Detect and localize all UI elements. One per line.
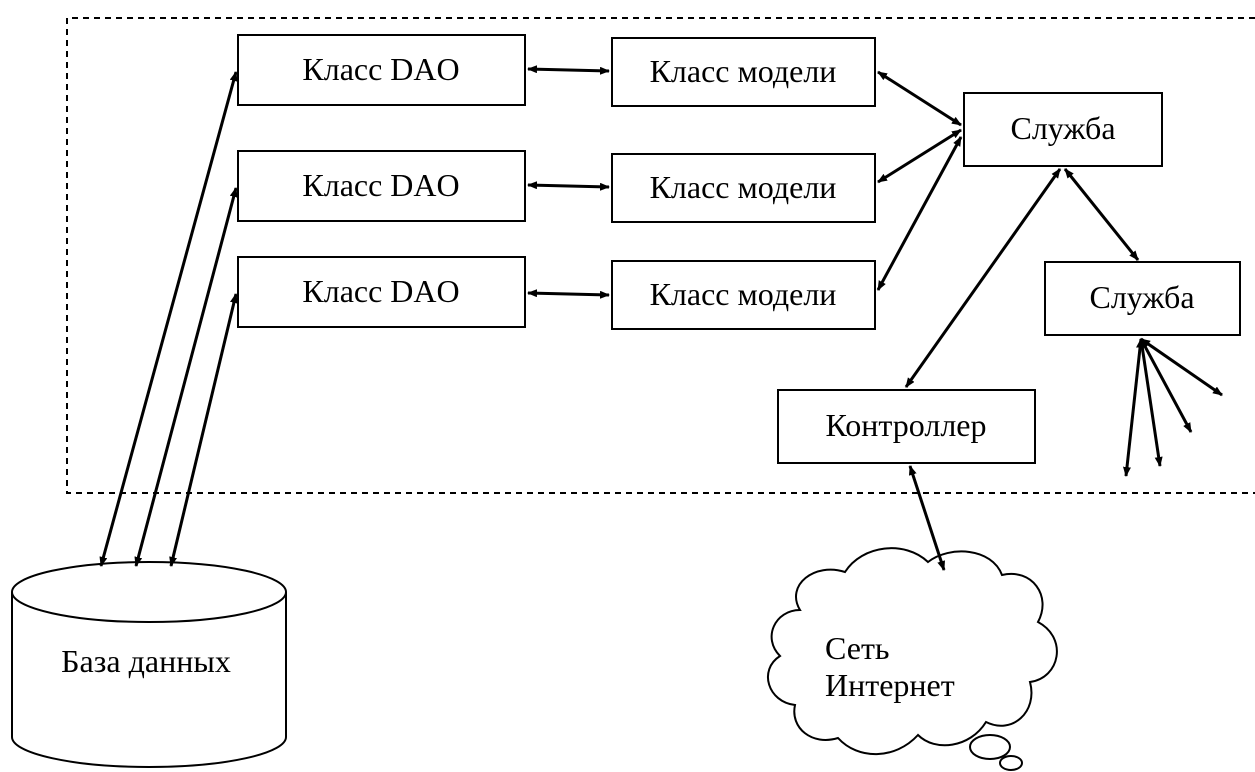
database-label: База данных xyxy=(61,643,231,679)
link-service-controller xyxy=(904,168,1062,388)
link-model2-service xyxy=(877,128,962,184)
link-dao1-model1 xyxy=(527,65,610,75)
dao-label-1: Класс DAO xyxy=(302,51,459,87)
model-label-1: Класс модели xyxy=(650,53,837,89)
dao-box-3[interactable]: Класс DAO xyxy=(237,256,526,328)
link-controller-internet xyxy=(908,465,946,571)
link-model1-service xyxy=(877,70,962,127)
service-label-secondary: Служба xyxy=(1089,279,1194,315)
service-box-secondary[interactable]: Служба xyxy=(1044,261,1241,336)
link-dao3-model3 xyxy=(527,289,610,299)
model-label-2: Класс модели xyxy=(650,169,837,205)
application-boundary xyxy=(66,17,1255,494)
dao-box-1[interactable]: Класс DAO xyxy=(237,34,526,106)
internet-label-line2: Интернет xyxy=(825,667,955,703)
model-label-3: Класс модели xyxy=(650,276,837,312)
dao-label-3: Класс DAO xyxy=(302,273,459,309)
controller-label: Контроллер xyxy=(826,407,987,443)
dao-label-2: Класс DAO xyxy=(302,167,459,203)
model-box-2[interactable]: Класс модели xyxy=(611,153,876,223)
service-box-main[interactable]: Служба xyxy=(963,92,1163,167)
model-box-1[interactable]: Класс модели xyxy=(611,37,876,107)
link-dao2-model2 xyxy=(527,181,610,191)
model-box-3[interactable]: Класс модели xyxy=(611,260,876,330)
link-fanout-1 xyxy=(1123,338,1144,477)
internet-cloud[interactable]: Сеть Интернет xyxy=(767,547,1058,771)
link-dao1-database xyxy=(99,71,238,567)
link-model3-service xyxy=(876,136,963,291)
dao-box-2[interactable]: Класс DAO xyxy=(237,150,526,222)
database-cylinder[interactable]: База данных xyxy=(11,561,287,768)
link-service-service xyxy=(1063,168,1140,261)
link-fanout-4 xyxy=(1140,337,1223,397)
controller-box[interactable]: Контроллер xyxy=(777,389,1036,464)
internet-label-line1: Сеть xyxy=(825,630,890,666)
service-label-main: Служба xyxy=(1010,110,1115,146)
link-dao3-database xyxy=(169,293,238,567)
